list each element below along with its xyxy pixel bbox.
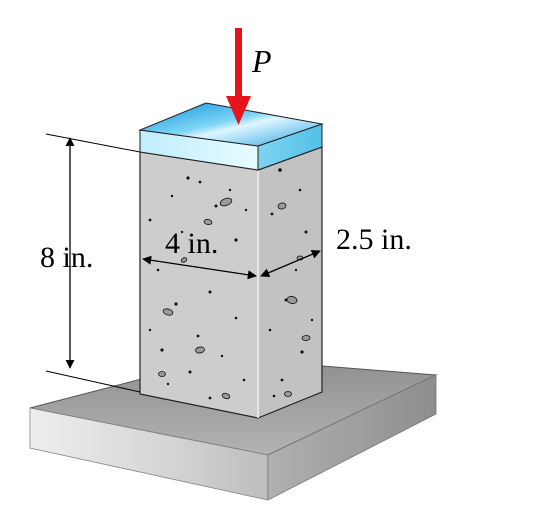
aggregate-stone (277, 202, 287, 210)
aggregate-speck (214, 204, 218, 208)
height-extension-lines (45, 133, 141, 393)
aggregate-speck (166, 382, 170, 386)
aggregate-stone (301, 335, 311, 341)
aggregate-speck (242, 378, 246, 382)
depth-dimension (260, 250, 321, 277)
aggregate-speck (270, 212, 274, 216)
concrete-block (139, 146, 323, 419)
aggregate-speck (298, 188, 302, 192)
aggregate-speck (208, 290, 212, 294)
aggregate-stone (195, 346, 205, 354)
aggregate-speck (196, 334, 200, 338)
aggregate-stone (158, 371, 166, 377)
aggregate-speck (310, 318, 314, 322)
aggregate-speck (234, 238, 238, 242)
cap-top-face (138, 102, 324, 147)
depth-label: 2.5 in. (336, 223, 412, 256)
aggregate-stone (219, 197, 233, 207)
depth-dimension-line (260, 250, 321, 277)
aggregate-stone (286, 296, 298, 304)
aggregate-speck (148, 218, 152, 222)
aggregate-speck (170, 194, 174, 198)
aggregate-speck (208, 396, 212, 400)
height-label: 8 in. (40, 241, 94, 274)
aggregate-speck (160, 348, 164, 352)
aggregate-speck (300, 350, 304, 354)
aggregate-speck (228, 188, 232, 192)
aggregate-speck (180, 230, 184, 234)
load-label: P (252, 43, 272, 79)
aggregate-speck (186, 176, 190, 180)
aggregate-speck (234, 316, 238, 320)
base-side-face (267, 374, 437, 501)
aggregate-stone (284, 391, 292, 397)
aggregate-stone (162, 308, 174, 316)
aggregate-speck (280, 378, 284, 382)
aggregate-speck (174, 302, 178, 306)
aggregate-speck (148, 328, 152, 332)
load-arrow (226, 28, 251, 125)
aggregate-stone (221, 392, 231, 400)
width-dimension-line (142, 255, 257, 280)
aggregate-speck (220, 354, 224, 358)
aggregate-speck (244, 208, 248, 212)
aggregate-speck (272, 394, 276, 398)
aggregate-speck (304, 230, 308, 234)
aggregate-speck (294, 268, 298, 272)
aggregate-stone (203, 219, 213, 225)
load-arrow-head (226, 96, 251, 125)
load-arrow-shaft (235, 28, 242, 98)
aggregate-speck (188, 370, 192, 374)
aggregate-speck (198, 180, 202, 184)
bearing-cap-plate (138, 102, 324, 171)
aggregate-speck (156, 268, 160, 272)
block-side-face (257, 146, 323, 419)
aggregate-speck (278, 168, 282, 172)
width-label: 4 in. (165, 227, 219, 260)
block-front-face (139, 151, 259, 419)
width-dimension (142, 255, 257, 280)
aggregate-speck (268, 328, 272, 332)
